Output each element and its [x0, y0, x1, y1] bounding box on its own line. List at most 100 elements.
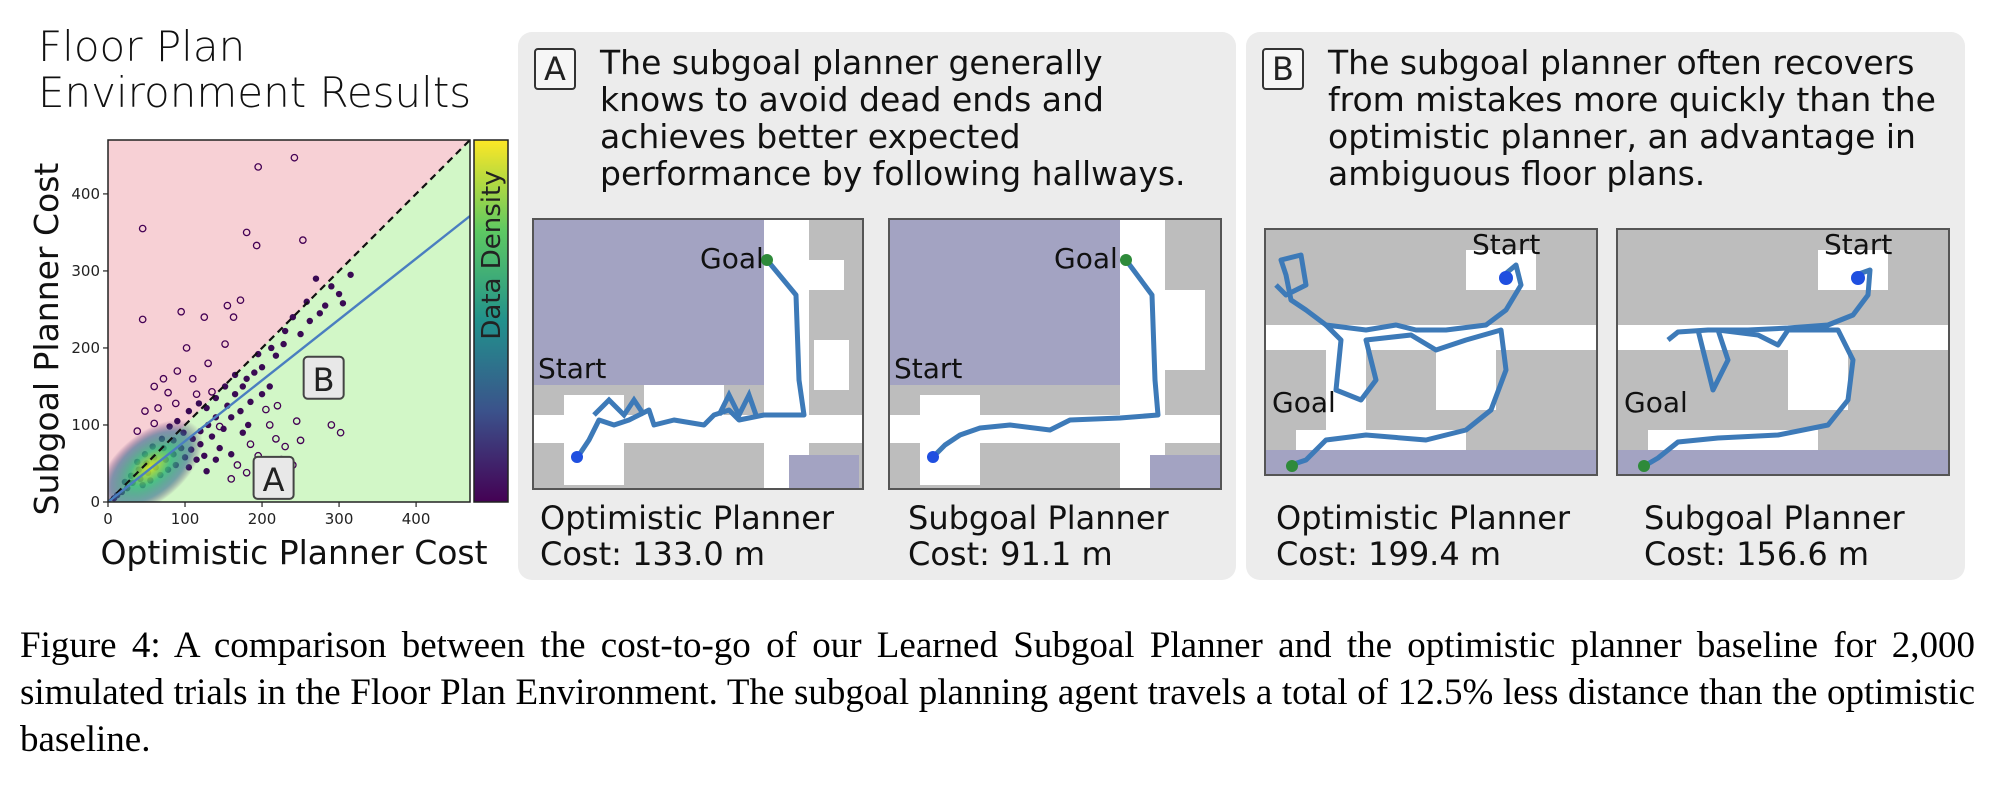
start-label: Start	[1472, 230, 1540, 261]
scatter-point-outlier	[208, 388, 216, 396]
scatter-point	[208, 433, 216, 440]
scatter-point	[220, 425, 227, 433]
scatter-point-outlier	[242, 468, 251, 477]
scatter-point	[228, 414, 235, 421]
map-b-optimistic: Start Goal	[1264, 228, 1598, 476]
x-tick-label: 200	[248, 510, 277, 528]
start-marker	[927, 451, 939, 463]
goal-label: Goal	[1272, 386, 1336, 419]
scatter-point-outlier	[327, 421, 336, 429]
y-tick-label: 0	[90, 493, 100, 511]
diagonal-line	[108, 140, 470, 502]
panel-a-tag: A	[534, 48, 576, 90]
scatter-point	[272, 352, 280, 359]
scatter-point	[258, 390, 266, 398]
scatter-point-outlier	[154, 404, 162, 412]
scatter-point-outlier	[233, 461, 242, 469]
map-a-optimistic-caption: Optimistic Planner Cost: 133.0 m	[540, 500, 834, 572]
scatter-point-outlier	[221, 340, 229, 348]
y-tick-label: 300	[71, 262, 100, 280]
panel-b-tag: B	[1262, 48, 1304, 90]
panel-b-desc-line: The subgoal planner often recovers	[1328, 43, 1915, 82]
scatter-point	[335, 290, 343, 298]
scatter-point-outlier	[192, 390, 201, 399]
scatter-point	[280, 340, 287, 348]
planner-name: Subgoal Planner	[908, 499, 1169, 537]
planner-cost: Cost: 156.6 m	[1644, 535, 1870, 573]
panel-a-desc-line: The subgoal planner generally	[600, 43, 1103, 82]
figure-title-line2: Environment Results	[38, 68, 472, 117]
planner-name: Subgoal Planner	[1644, 499, 1905, 537]
plot-frame	[107, 139, 471, 503]
robot-path	[933, 258, 1161, 457]
panel-b-description: The subgoal planner often recovers from …	[1328, 44, 1945, 192]
x-axis-label: Optimistic Planner Cost	[100, 533, 487, 572]
start-marker	[1851, 271, 1865, 285]
planner-cost: Cost: 133.0 m	[540, 535, 766, 573]
planner-name: Optimistic Planner	[540, 499, 835, 537]
scatter-point	[203, 467, 210, 475]
robot-path	[1274, 252, 1524, 333]
y-tick-label: 100	[71, 416, 100, 434]
goal-label: Goal	[700, 242, 764, 275]
planner-name: Optimistic Planner	[1276, 499, 1571, 537]
scatter-point-outlier	[272, 434, 280, 443]
figure-title: Floor Plan Environment Results	[38, 24, 471, 116]
figure-title-line1: Floor Plan	[38, 22, 246, 71]
panel-a-description: The subgoal planner generally knows to a…	[600, 44, 1216, 192]
panel-b-desc-line: from mistakes more quickly than the	[1328, 80, 1936, 119]
scatter-point	[237, 407, 244, 415]
scatter-point-outlier	[265, 421, 274, 429]
panel-a-desc-line: achieves better expected	[600, 117, 1021, 156]
scatter-point-outlier	[159, 374, 168, 383]
scatter-point	[258, 364, 266, 371]
y-tick-label: 200	[71, 339, 100, 357]
annotation-box	[252, 455, 295, 500]
scatter-point	[339, 300, 347, 307]
y-tick-label: 400	[71, 185, 100, 203]
scatter-point	[201, 452, 208, 459]
colorbar	[473, 139, 509, 503]
map-a-subgoal: Goal Start	[888, 218, 1222, 490]
panel-b: B The subgoal planner often recovers fro…	[1246, 32, 1965, 580]
scatter-point	[195, 400, 203, 407]
panel-b-desc-line: ambiguous floor plans.	[1328, 154, 1706, 193]
scatter-point	[216, 444, 223, 452]
scatter-point	[231, 390, 239, 398]
scatter-point-outlier	[182, 344, 191, 352]
scatter-point	[185, 407, 193, 415]
scatter-point	[297, 330, 304, 338]
goal-marker	[1120, 254, 1132, 266]
annotation-label: B	[313, 361, 335, 399]
scatter-point	[212, 456, 220, 463]
map-a-subgoal-caption: Subgoal Planner Cost: 91.1 m	[908, 500, 1169, 572]
scatter-point	[306, 317, 313, 325]
scatter-point-outlier	[292, 417, 301, 425]
scatter-point	[289, 313, 297, 321]
x-tick-label: 100	[171, 510, 200, 528]
map-b-subgoal-caption: Subgoal Planner Cost: 156.6 m	[1644, 500, 1905, 572]
fit-line	[108, 215, 470, 502]
scatter-point	[316, 310, 324, 317]
start-label: Start	[1824, 230, 1892, 261]
scatter-point	[266, 383, 273, 390]
x-tick-label: 0	[103, 510, 113, 528]
scatter-point-outlier	[138, 224, 147, 233]
x-tick-label: 400	[402, 510, 431, 528]
scatter-point-outlier	[262, 405, 270, 414]
planner-cost: Cost: 199.4 m	[1276, 535, 1502, 573]
scatter-point-outlier	[290, 153, 299, 162]
scatter-point-outlier	[281, 442, 289, 451]
scatter-point-outlier	[171, 399, 180, 408]
scatter-point-outlier	[133, 427, 142, 435]
start-marker	[571, 451, 583, 463]
annotation-box	[302, 355, 345, 400]
scatter-point-outlier	[141, 407, 149, 415]
scatter-point	[243, 375, 250, 382]
goal-marker	[1638, 460, 1650, 472]
scatter-point-outlier	[229, 313, 238, 321]
colorbar-label: Data Density	[477, 170, 507, 339]
map-a-optimistic: Goal Start	[532, 218, 864, 490]
